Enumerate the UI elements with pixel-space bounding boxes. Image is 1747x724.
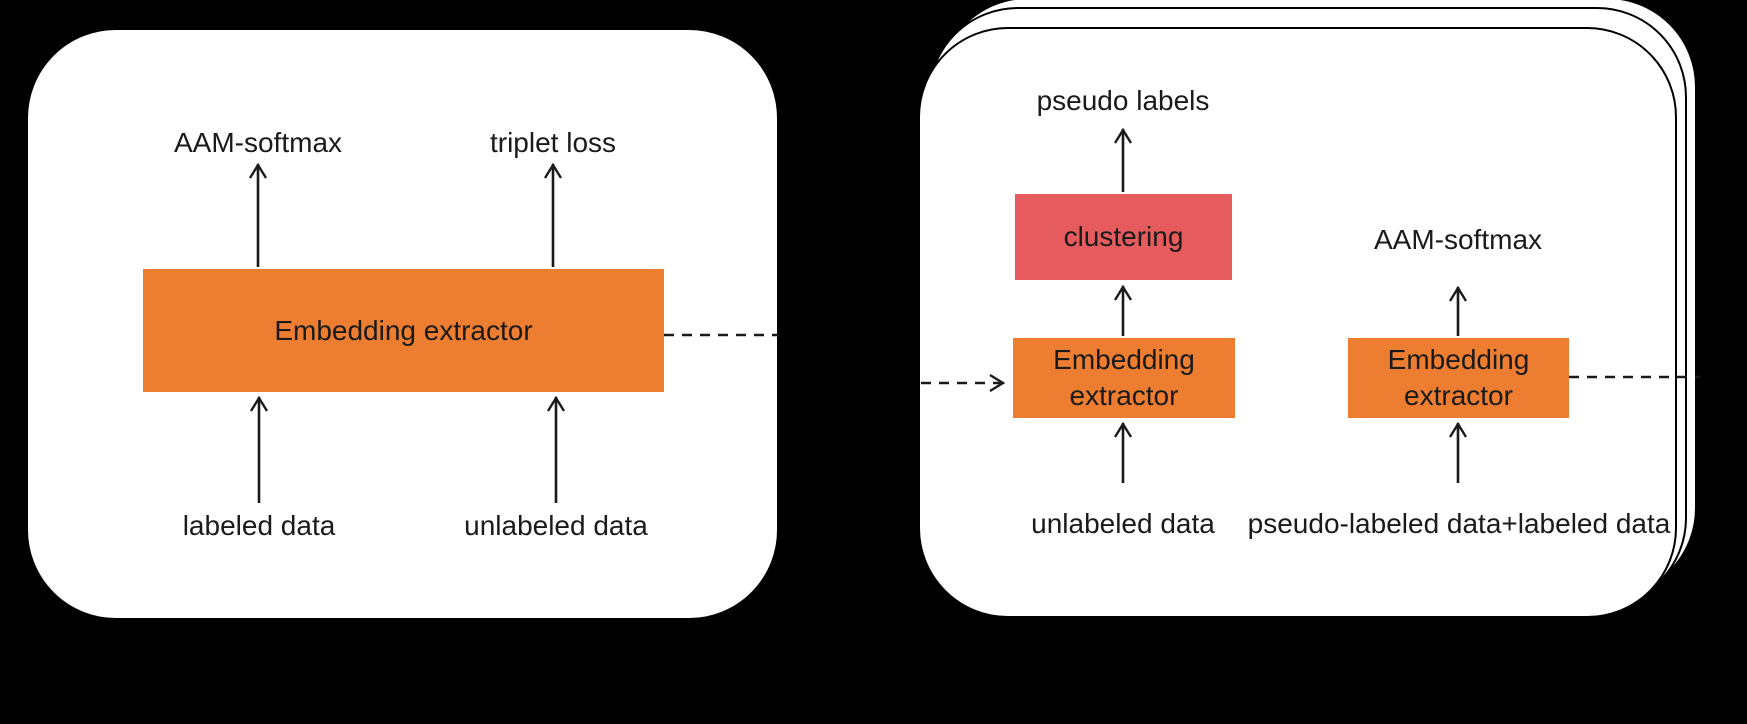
input-label-labeled-data: labeled data [182,509,336,541]
panel-iterative-training [918,27,1677,618]
embedding-extractor-box-unlabeled-branch: Embedding extractor [1013,338,1235,418]
embedding-extractor-label: Embedding extractor [274,314,533,346]
clustering-label: clustering [1063,221,1184,253]
pseudo-labels-label: pseudo labels [1036,84,1210,116]
embedding-extractor-box-pseudo-branch: Embedding extractor [1348,338,1569,418]
loss-label-aam-softmax-right: AAM-softmax [1373,223,1543,255]
embedding-extractor-box-supervised: Embedding extractor [143,269,664,392]
embedding-extractor-label: Embedding extractor [1053,344,1195,411]
input-label-pseudo-labeled-data: pseudo-labeled data+labeled data [1247,507,1671,539]
input-label-unlabeled-data: unlabeled data [464,509,648,541]
loss-label-triplet: triplet loss [489,126,617,158]
clustering-box: clustering [1015,194,1232,280]
input-label-unlabeled-data-right: unlabeled data [1031,507,1215,539]
embedding-extractor-label: Embedding extractor [1387,344,1530,411]
loss-label-aam-softmax: AAM-softmax [173,126,343,158]
